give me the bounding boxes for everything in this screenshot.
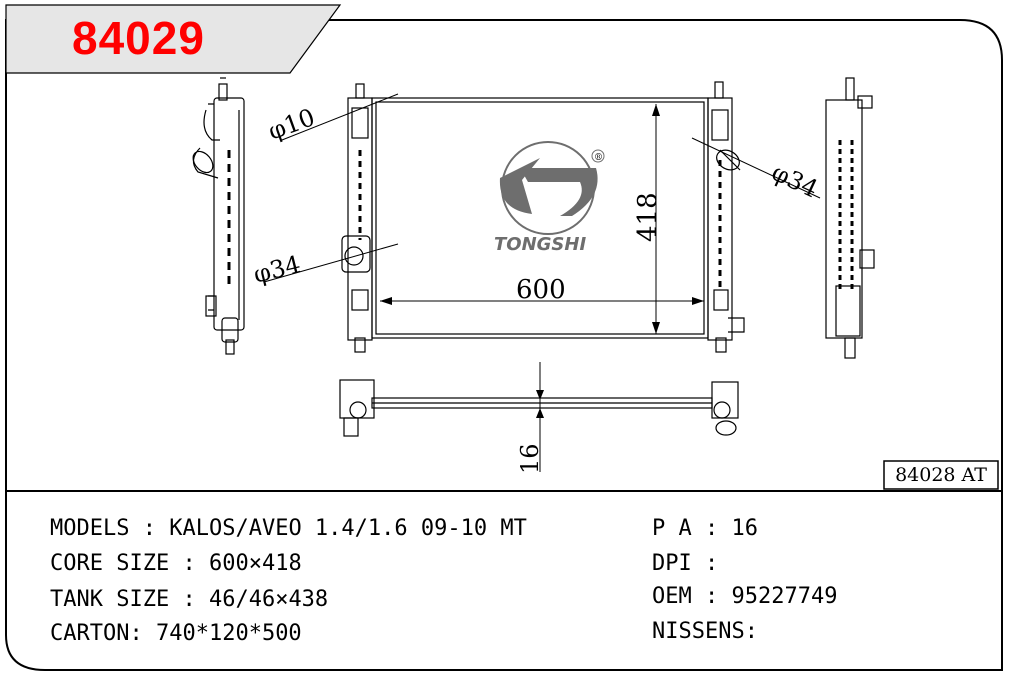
spec-dpi: DPI : xyxy=(652,551,719,576)
spec-nissens: NISSENS: xyxy=(652,619,758,644)
dim-inlet-left: φ34 xyxy=(251,250,304,289)
right-side-view xyxy=(825,77,875,359)
dim-hole-small: φ10 xyxy=(264,103,318,146)
spec-pa: P A : 16 xyxy=(652,516,758,541)
brand-logo-icon xyxy=(499,141,605,235)
brand-name: TONGSHI xyxy=(494,234,586,255)
dim-width: 600 xyxy=(516,275,566,305)
dim-inlet-right: φ34 xyxy=(767,158,822,203)
spec-core-size: CORE SIZE : 600×418 xyxy=(50,551,302,576)
dimension-lines xyxy=(263,93,821,472)
spec-carton: CARTON: 740*120*500 xyxy=(50,621,302,646)
left-side-view xyxy=(192,77,245,355)
registered-mark: ® xyxy=(594,153,603,163)
bottom-view xyxy=(339,379,739,437)
dim-height: 418 xyxy=(633,192,663,242)
dimension-arrows xyxy=(380,104,704,418)
front-view xyxy=(341,81,745,353)
spec-models: MODELS : KALOS/AVEO 1.4/1.6 09-10 MT xyxy=(50,516,527,541)
outer-border xyxy=(5,19,1003,671)
spec-tank-size: TANK SIZE : 46/46×438 xyxy=(50,587,329,612)
spec-oem: OEM : 95227749 xyxy=(652,584,838,609)
reference-number: 84028 AT xyxy=(895,464,987,486)
part-number: 84029 xyxy=(72,12,205,64)
dim-thickness: 16 xyxy=(516,443,544,474)
reference-box xyxy=(883,460,999,490)
part-number-tab xyxy=(5,4,342,74)
